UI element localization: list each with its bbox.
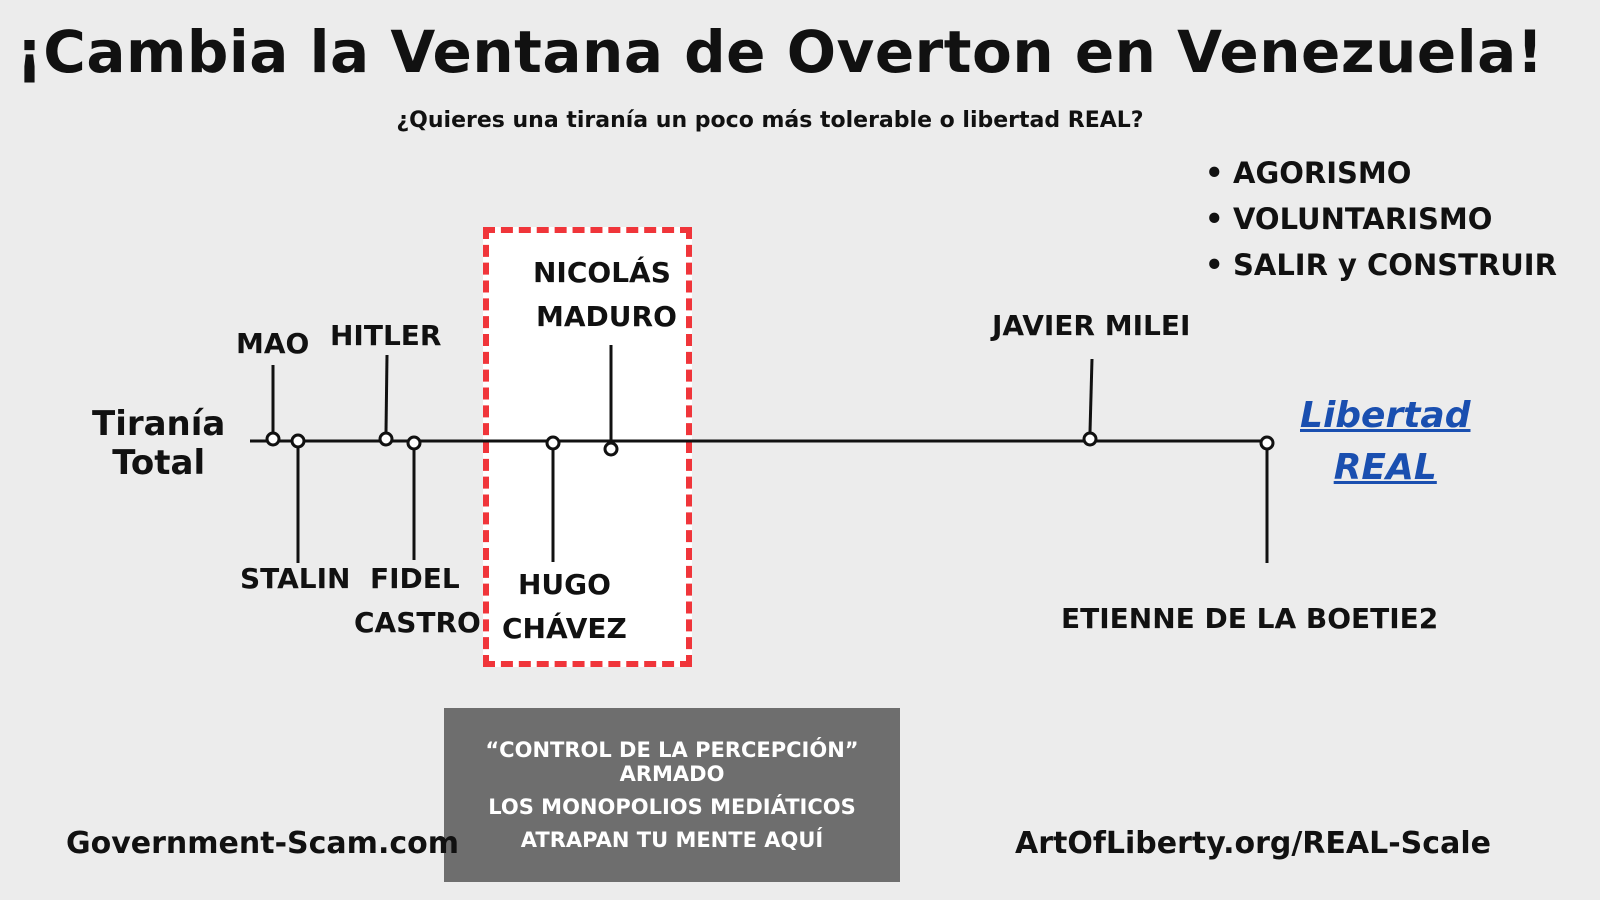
scale-right-end-line: Libertad	[1300, 395, 1471, 436]
milei-marker	[1082, 431, 1098, 447]
hitler-stem	[384, 354, 389, 433]
milei-stem	[1088, 358, 1094, 433]
option-item: AGORISMO	[1205, 150, 1557, 196]
mao-marker	[265, 431, 281, 447]
maduro-marker	[603, 441, 619, 457]
chavez-marker	[545, 435, 561, 451]
overton-window-box	[483, 227, 692, 667]
options-list: AGORISMO VOLUNTARISMO SALIR y CONSTRUIR	[1205, 150, 1557, 288]
page-title: ¡Cambia la Ventana de Overton en Venezue…	[16, 18, 1544, 86]
hitler-marker	[378, 431, 394, 447]
figure-label-maduro-last: MADURO	[536, 300, 677, 333]
scale-left-end-line: Total	[112, 443, 206, 484]
figure-label-milei: JAVIER MILEI	[992, 309, 1191, 342]
page-subtitle: ¿Quieres una tiranía un poco más tolerab…	[396, 108, 1144, 133]
figure-label-chavez-first: HUGO	[518, 568, 611, 601]
media-callout-box: “CONTROL DE LA PERCEPCIÓN” ARMADO LOS MO…	[444, 708, 900, 882]
scale-right-end-line: REAL	[1333, 447, 1437, 489]
footer-left-site[interactable]: Government-Scam.com	[66, 826, 459, 861]
figure-label-castro-first: FIDEL	[370, 562, 460, 595]
figure-label-castro-last: CASTRO	[354, 606, 481, 639]
option-item: VOLUNTARISMO	[1205, 196, 1557, 242]
option-item: SALIR y CONSTRUIR	[1205, 242, 1557, 288]
figure-label-chavez-last: CHÁVEZ	[502, 612, 627, 645]
scale-left-end-line: Tiranía	[92, 404, 226, 444]
scale-right-end-link[interactable]: Libertad REAL	[1300, 390, 1471, 494]
boetie-marker	[1259, 435, 1275, 451]
figure-label-maduro-first: NICOLÁS	[533, 256, 671, 289]
figure-label-boetie: ETIENNE DE LA BOETIE2	[1061, 602, 1439, 635]
figure-label-mao: MAO	[236, 327, 310, 360]
callout-line: LOS MONOPOLIOS MEDIÁTICOS	[488, 795, 856, 819]
scale-left-end: Tiranía Total	[92, 404, 226, 484]
callout-line: “CONTROL DE LA PERCEPCIÓN” ARMADO	[485, 738, 859, 786]
figure-label-hitler: HITLER	[330, 319, 442, 352]
stalin-marker	[290, 433, 306, 449]
footer-right-site[interactable]: ArtOfLiberty.org/REAL-Scale	[1015, 826, 1491, 861]
callout-line: ATRAPAN TU MENTE AQUÍ	[520, 828, 824, 852]
castro-marker	[406, 435, 422, 451]
figure-label-stalin: STALIN	[240, 562, 351, 595]
